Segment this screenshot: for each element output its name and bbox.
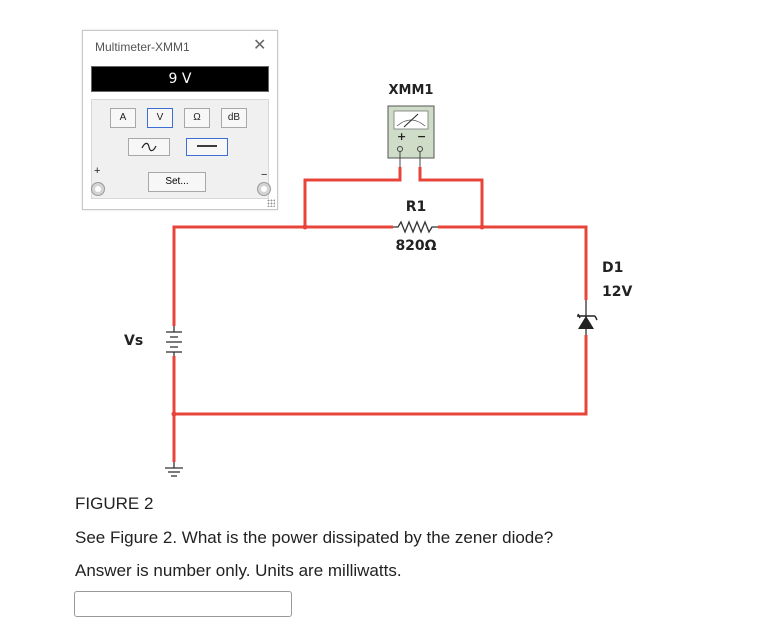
junctions: [171, 224, 485, 417]
mode-button-voltmeter[interactable]: V: [147, 108, 173, 128]
battery-vs[interactable]: [166, 326, 182, 356]
junction-dot: [479, 224, 485, 230]
wire-meter-minus: [418, 167, 484, 227]
mode-button-decibel[interactable]: dB: [221, 108, 247, 128]
wire-top-left: [172, 225, 393, 326]
mode-button-ohmmeter[interactable]: Ω: [184, 108, 210, 128]
wires: [172, 167, 588, 462]
wire-top-right: [438, 225, 588, 300]
wire-meter-plus: [303, 167, 402, 227]
figure-label: FIGURE 2: [75, 494, 154, 513]
window-title: Multimeter-XMM1: [95, 40, 190, 54]
diode-name: D1: [602, 260, 623, 276]
meter-control-panel: A V Ω dB Set...: [91, 99, 269, 199]
ac-wave-icon: [141, 142, 157, 152]
ac-mode-button[interactable]: [128, 138, 170, 156]
answer-input[interactable]: [74, 591, 292, 617]
junction-dot: [171, 411, 177, 417]
minus-terminal[interactable]: [257, 182, 271, 196]
multimeter-window[interactable]: Multimeter-XMM1 ✕ 9 V A V Ω dB Set... + …: [82, 30, 278, 210]
zener-diode-d1[interactable]: [577, 300, 598, 335]
mode-button-ammeter[interactable]: A: [110, 108, 136, 128]
source-name: Vs: [124, 333, 143, 349]
question-instruction: Answer is number only. Units are milliwa…: [75, 561, 402, 580]
resistor-value: 820Ω: [395, 238, 436, 254]
multimeter-xmm1-symbol[interactable]: [387, 105, 435, 167]
meter-plus-label: +: [397, 130, 406, 143]
dc-mode-button[interactable]: [186, 138, 228, 156]
junction-dot: [302, 224, 308, 230]
meter-name: XMM1: [389, 83, 434, 98]
question-prompt: See Figure 2. What is the power dissipat…: [75, 528, 554, 547]
plus-terminal-label: +: [94, 165, 101, 177]
set-button[interactable]: Set...: [148, 172, 206, 192]
resistor-name: R1: [406, 199, 427, 215]
diode-value: 12V: [602, 284, 632, 300]
close-icon[interactable]: ✕: [253, 37, 267, 54]
meter-minus-label: −: [417, 130, 426, 143]
wire-diode-bottom: [174, 335, 588, 416]
resize-grip[interactable]: [267, 199, 275, 207]
ground-symbol: [165, 462, 183, 477]
plus-terminal[interactable]: [91, 182, 105, 196]
resistor-r1[interactable]: [393, 220, 438, 234]
minus-terminal-label: −: [261, 169, 268, 181]
dc-line-icon: [197, 145, 217, 147]
meter-display: 9 V: [91, 66, 269, 92]
